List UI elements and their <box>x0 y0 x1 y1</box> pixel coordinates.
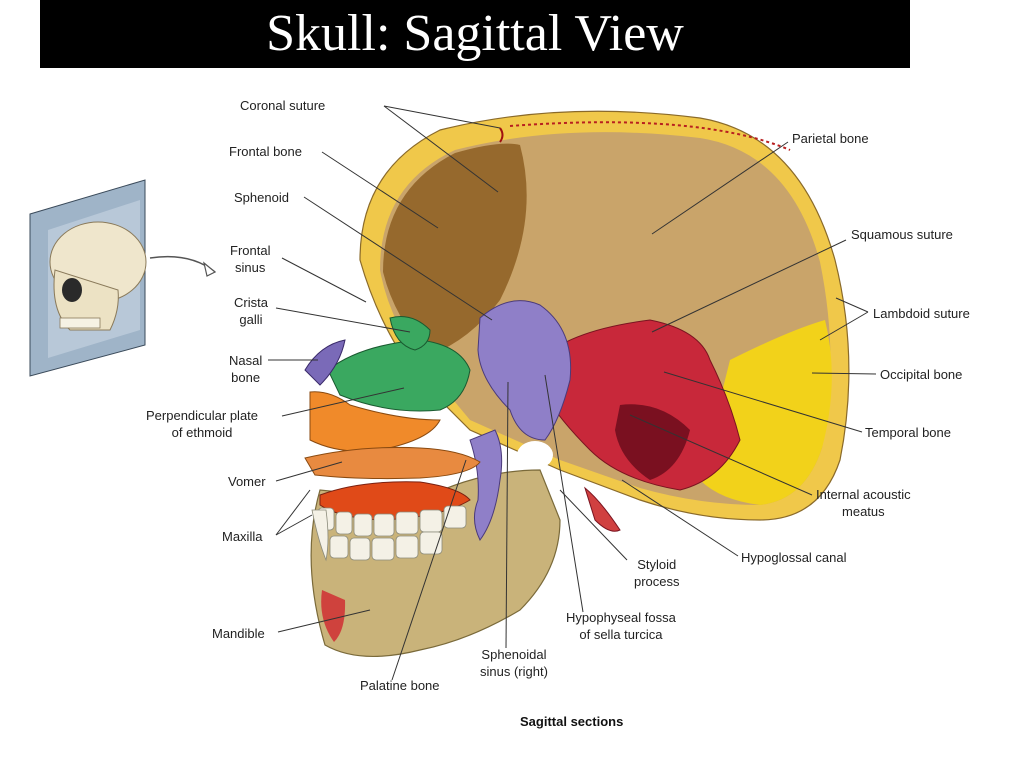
label-frontal-bone: Frontal bone <box>229 144 302 159</box>
orientation-thumbnail <box>29 179 217 377</box>
sphenoid-shape <box>477 300 572 441</box>
label-sphenoid: Sphenoid <box>234 190 289 205</box>
label-temporal-bone: Temporal bone <box>865 425 951 440</box>
label-nasal-bone: Nasal bone <box>229 353 263 385</box>
label-frontal-sinus: Frontal sinus <box>230 243 271 275</box>
teeth <box>311 505 467 562</box>
ethmoid-shape <box>327 339 471 412</box>
label-vomer: Vomer <box>228 474 266 489</box>
occipital-shape <box>700 320 832 505</box>
title-bar: Skull: Sagittal View <box>40 0 910 68</box>
label-styloid-process: Styloid process <box>634 557 680 589</box>
label-occipital-bone: Occipital bone <box>880 367 963 382</box>
label-lambdoid-suture: Lambdoid suture <box>873 306 970 321</box>
label-parietal-bone: Parietal bone <box>792 131 869 146</box>
maxilla-shape <box>304 446 481 480</box>
label-squamous-suture: Squamous suture <box>851 227 953 242</box>
label-perpendicular-plate: Perpendicular plate of ethmoid <box>146 408 259 440</box>
leader-lines <box>268 105 877 681</box>
label-sphenoidal-sinus: Sphenoidal sinus (right) <box>480 647 548 679</box>
label-palatine-bone: Palatine bone <box>360 678 440 693</box>
label-hypoglossal-canal: Hypoglossal canal <box>741 550 847 565</box>
label-mandible: Mandible <box>212 626 265 641</box>
slide-title: Skull: Sagittal View <box>266 5 684 62</box>
label-maxilla: Maxilla <box>222 529 263 544</box>
label-crista-galli: Crista galli <box>234 295 268 327</box>
label-coronal-suture: Coronal suture <box>240 98 326 113</box>
label-hypophyseal-fossa: Hypophyseal fossa of sella turcica <box>566 610 676 642</box>
label-internal-acoustic-meatus: Internal acoustic meatus <box>816 487 911 519</box>
figure-caption: Sagittal sections <box>520 714 624 729</box>
